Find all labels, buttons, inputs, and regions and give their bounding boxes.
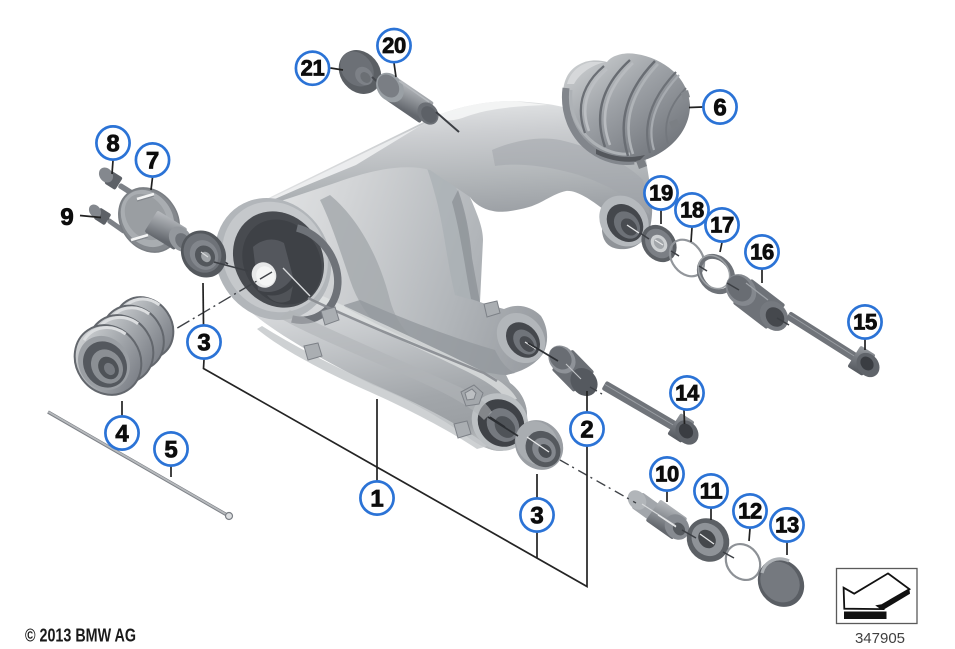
svg-text:11: 11 bbox=[700, 479, 723, 504]
svg-text:7: 7 bbox=[146, 148, 159, 175]
svg-text:3: 3 bbox=[530, 503, 543, 530]
svg-text:21: 21 bbox=[301, 56, 325, 81]
svg-text:1: 1 bbox=[370, 486, 383, 513]
svg-text:14: 14 bbox=[675, 381, 700, 406]
svg-text:4: 4 bbox=[115, 421, 129, 448]
svg-text:13: 13 bbox=[775, 513, 799, 538]
svg-text:5: 5 bbox=[164, 437, 177, 464]
svg-text:2: 2 bbox=[580, 417, 593, 444]
svg-text:12: 12 bbox=[738, 499, 762, 524]
svg-text:15: 15 bbox=[853, 310, 877, 335]
svg-text:347905: 347905 bbox=[855, 630, 905, 647]
svg-text:18: 18 bbox=[680, 198, 704, 223]
svg-text:6: 6 bbox=[713, 95, 726, 122]
svg-text:10: 10 bbox=[655, 462, 679, 487]
svg-text:9: 9 bbox=[60, 204, 73, 231]
svg-text:8: 8 bbox=[106, 131, 119, 158]
svg-text:17: 17 bbox=[710, 213, 734, 238]
svg-text:19: 19 bbox=[649, 181, 673, 206]
svg-text:16: 16 bbox=[750, 240, 774, 265]
svg-text:20: 20 bbox=[382, 33, 406, 58]
svg-text:© 2013 BMW AG: © 2013 BMW AG bbox=[25, 625, 136, 646]
svg-text:3: 3 bbox=[197, 330, 210, 357]
